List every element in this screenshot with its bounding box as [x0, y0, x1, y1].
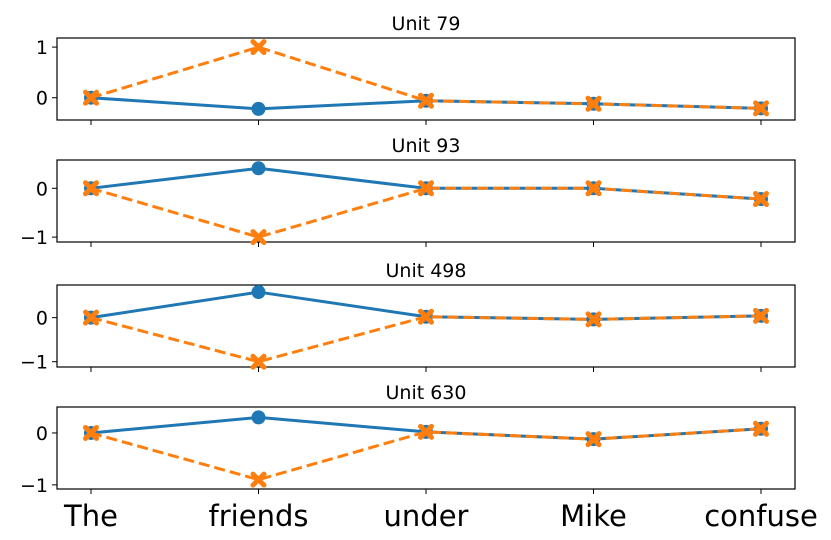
axes-frame — [56, 406, 796, 490]
data-point-x — [753, 420, 769, 437]
axes-frame — [56, 284, 796, 368]
y-tick-label: −1 — [20, 475, 48, 497]
y-tick-label: 1 — [36, 37, 48, 59]
data-point — [251, 101, 266, 116]
subplot-3: Unit 498 0 −1 — [20, 260, 796, 374]
data-point-x — [585, 431, 602, 448]
subplot-title: Unit 630 — [386, 382, 467, 404]
x-tick-label: confuse — [704, 499, 818, 533]
series-line-2 — [90, 427, 762, 482]
data-point-x — [83, 89, 99, 106]
series-line-2 — [90, 45, 762, 110]
data-point-x — [585, 180, 602, 197]
y-tick-label: 0 — [36, 88, 48, 110]
data-point-x — [418, 92, 434, 109]
x-tick-label: Mike — [560, 499, 627, 533]
data-point-x — [250, 39, 267, 56]
series-line-2 — [90, 186, 762, 239]
y-tick-label: 0 — [36, 308, 48, 330]
y-tick-label: −1 — [20, 352, 48, 374]
x-tick-label: under — [384, 499, 469, 533]
data-point-x — [250, 471, 267, 488]
data-point-x — [418, 423, 434, 440]
data-point-x — [83, 180, 99, 197]
y-tick-label: 0 — [36, 423, 48, 445]
subplot-title: Unit 498 — [386, 260, 467, 282]
data-point-x — [418, 180, 434, 197]
data-point — [251, 410, 266, 425]
subplot-title: Unit 79 — [392, 13, 461, 35]
x-tick-label: The — [63, 499, 118, 533]
data-point-x — [753, 191, 769, 208]
data-point-x — [585, 95, 602, 112]
subplot-1: Unit 79 0 1 — [36, 13, 796, 125]
data-point-x — [250, 229, 267, 246]
y-tick-label: 0 — [36, 178, 48, 200]
subplot-title: Unit 93 — [392, 135, 461, 157]
axes-frame — [56, 159, 796, 243]
data-point-x — [753, 100, 769, 117]
data-point — [251, 285, 266, 300]
data-point-x — [83, 424, 99, 441]
x-tick-label: friends — [209, 499, 309, 533]
y-tick-label: −1 — [20, 227, 48, 249]
data-point-x — [83, 309, 99, 326]
data-point — [251, 161, 266, 176]
data-point-x — [250, 353, 267, 370]
data-point-x — [753, 307, 769, 324]
data-point-x — [585, 311, 602, 328]
subplot-2: Unit 93 0 −1 — [20, 135, 796, 249]
data-point-x — [418, 308, 434, 325]
